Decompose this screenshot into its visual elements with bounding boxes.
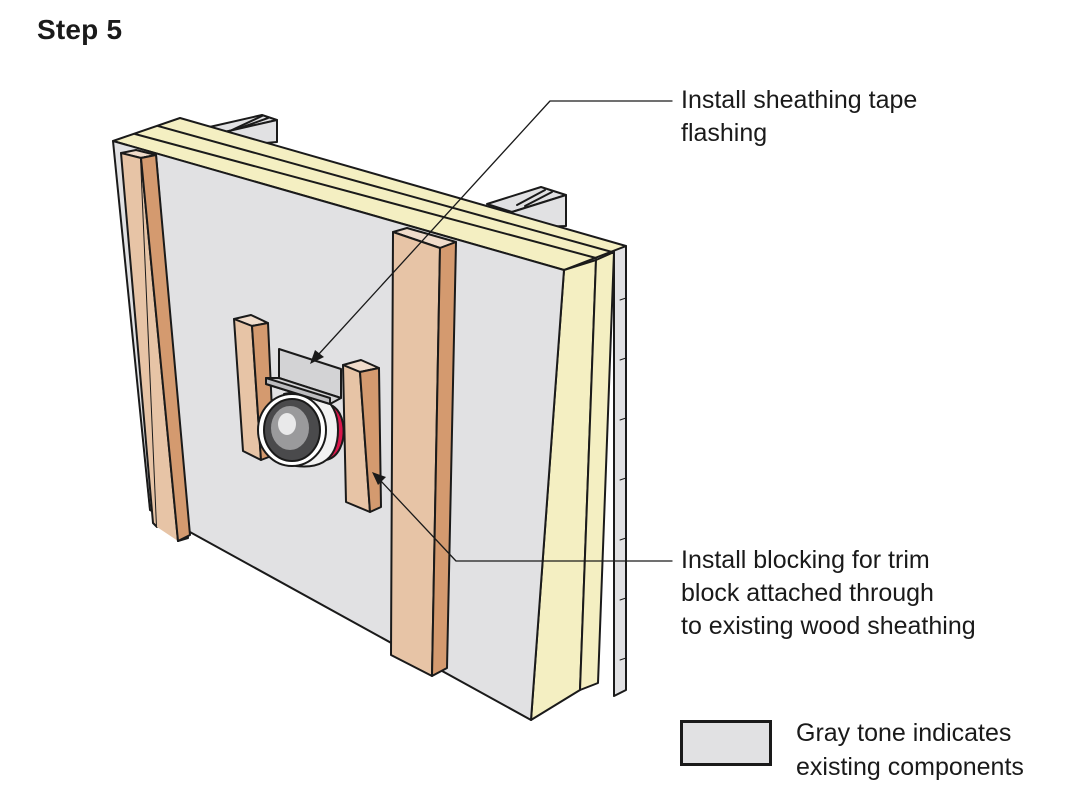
legend-line: existing components bbox=[796, 753, 1024, 781]
blocking-right bbox=[342, 359, 382, 513]
vent-duct bbox=[257, 390, 345, 468]
callout-sheathing-tape: Install sheathing tape flashing bbox=[681, 84, 917, 150]
callout-line: to existing wood sheathing bbox=[681, 612, 976, 640]
callout-line: Install blocking for trim bbox=[681, 546, 930, 574]
legend-swatch bbox=[680, 720, 772, 766]
callout-line: block attached through bbox=[681, 579, 934, 607]
callout-line: flashing bbox=[681, 119, 768, 147]
step-title: Step 5 bbox=[37, 14, 123, 45]
furring-strip-right bbox=[390, 227, 457, 677]
legend-line: Gray tone indicates bbox=[796, 719, 1012, 747]
legend-text: Gray tone indicates existing components bbox=[796, 716, 1024, 784]
sheathing-tape-flashing bbox=[265, 348, 342, 405]
callout-blocking: Install blocking for trim block attached… bbox=[681, 544, 976, 643]
leader-lines bbox=[310, 100, 673, 562]
furring-strip-left bbox=[120, 149, 191, 542]
callout-line: Install sheathing tape bbox=[681, 86, 918, 114]
foam-insulation bbox=[112, 117, 627, 721]
